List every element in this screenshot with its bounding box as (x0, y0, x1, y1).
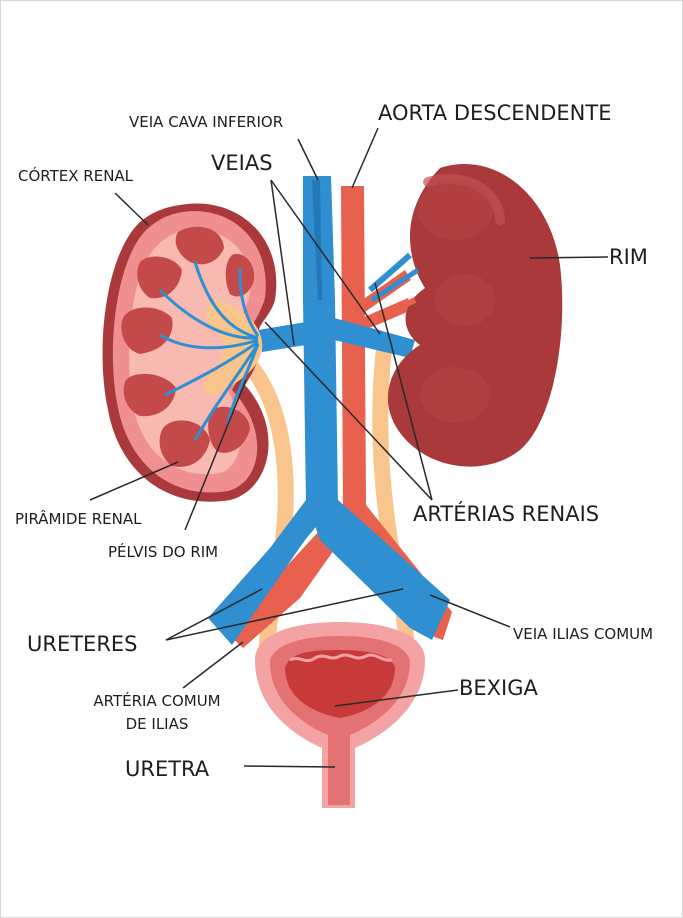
label-veia-ilias-comum: VEIA ILIAS COMUM (513, 625, 654, 643)
leader-lines (89, 127, 609, 768)
label-uretra: URETRA (125, 757, 210, 781)
right-renal-vessels (368, 252, 420, 321)
label-aorta-descendente: AORTA DESCENDENTE (378, 101, 612, 125)
vena-cava (208, 176, 450, 645)
label-bexiga: BEXIGA (459, 676, 538, 700)
kidney-right (387, 164, 563, 467)
kidney-left-cross-section (102, 203, 277, 502)
label-veias: VEIAS (211, 151, 273, 175)
label-arteria-comum-de-ilias: ARTÉRIA COMUM DE ILIAS (83, 692, 231, 734)
label-veia-cava-inferior: VEIA CAVA INFERIOR (129, 113, 284, 131)
label-cortex-renal: CÓRTEX RENAL (18, 167, 134, 185)
label-pelvis-do-rim: PÉLVIS DO RIM (108, 543, 219, 561)
label-piramide-renal: PIRÂMIDE RENAL (15, 510, 142, 528)
label-arteria-comum-line2: DE ILIAS (125, 715, 189, 734)
label-arteria-comum-line1: ARTÉRIA COMUM (93, 692, 221, 710)
bladder (255, 622, 425, 808)
label-rim: RIM (609, 245, 648, 269)
label-ureteres: URETERES (27, 632, 138, 656)
label-arterias-renais: ARTÉRIAS RENAIS (413, 502, 600, 526)
